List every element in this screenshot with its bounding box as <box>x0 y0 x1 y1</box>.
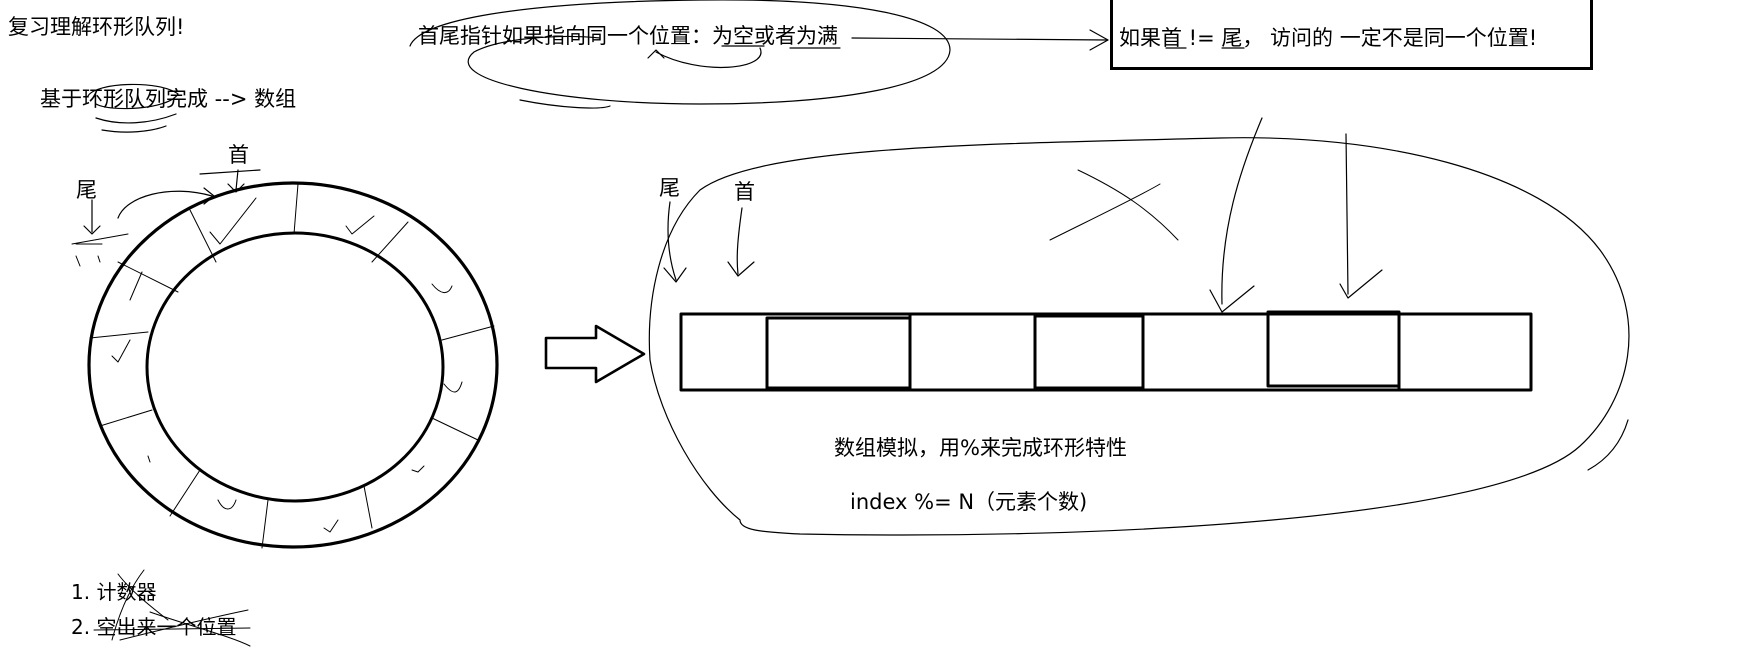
option-counter-text: 1. 计数器 <box>71 580 157 604</box>
index-formula-text: index %= N（元素个数) <box>850 490 1088 514</box>
ring-head-arrow-head <box>227 183 245 193</box>
note-box <box>1110 0 1593 70</box>
ring-head-arrow <box>235 169 239 191</box>
array-cell-5 <box>1266 310 1401 388</box>
long-arrow-head <box>1089 29 1109 51</box>
tail-scratch <box>75 255 81 267</box>
array-tail-arrow-head <box>663 267 687 283</box>
tail-to-head-arrow-head <box>203 187 215 205</box>
title-text: 复习理解环形队列! <box>8 15 185 39</box>
ring-tail-label: 尾 <box>76 178 97 202</box>
ring-inner <box>145 231 445 503</box>
array-oval <box>648 137 1630 536</box>
box-to-cell-arrow-head <box>1209 285 1255 313</box>
strike-scribble <box>111 569 145 641</box>
based-on-text: 基于环形队列完成 --> 数组 <box>40 87 297 111</box>
ring-head-label: 首 <box>228 143 249 167</box>
array-head-label: 首 <box>734 180 755 204</box>
note-ellipse <box>519 99 611 109</box>
array-head-arrow-head <box>727 261 755 277</box>
ring-dividers <box>89 183 495 549</box>
box-note-text: 如果首 != 尾， 访问的 一定不是同一个位置! <box>1119 26 1538 50</box>
tail-scratch <box>97 255 101 263</box>
transform-arrow <box>544 324 646 384</box>
box-to-cell-arrow <box>1221 117 1263 305</box>
box-to-cell-arrow-head <box>1339 269 1383 299</box>
tail-scratch <box>71 233 129 245</box>
strike-scribble <box>117 573 169 621</box>
array-cell-3 <box>1033 314 1145 390</box>
note-ellipse <box>409 0 951 105</box>
array-tail-arrow <box>667 201 677 281</box>
strike-scribble <box>149 611 251 647</box>
strike-scribble <box>93 627 251 631</box>
ring-tail-arrow-head <box>83 225 101 235</box>
cross-scribble <box>1077 169 1179 241</box>
underline-scribble <box>87 83 179 110</box>
ring-head-underline <box>199 169 261 175</box>
underline-scribble <box>95 113 177 124</box>
array-head-arrow <box>736 207 743 275</box>
ring-check-marks <box>111 197 463 533</box>
strike-scribble <box>119 609 249 641</box>
tail-to-head-curve <box>117 190 213 219</box>
loop-arrow <box>655 47 762 69</box>
cross-scribble <box>1049 183 1161 241</box>
array-sim-text: 数组模拟，用%来完成环形特性 <box>834 436 1127 460</box>
underline-scribble <box>101 125 167 133</box>
array-outline <box>679 312 1533 392</box>
array-cell-1 <box>765 316 912 390</box>
ring-outer <box>87 181 499 549</box>
array-tail-label: 尾 <box>659 176 680 200</box>
head-tail-note: 首尾指针如果指向同一个位置：为空或者为满 <box>418 24 838 48</box>
loop-arrow-head <box>647 49 665 59</box>
array-oval-tail <box>1587 419 1629 471</box>
box-to-cell-arrow <box>1345 133 1349 295</box>
array-cells <box>679 310 1533 392</box>
long-arrow <box>851 37 1109 41</box>
